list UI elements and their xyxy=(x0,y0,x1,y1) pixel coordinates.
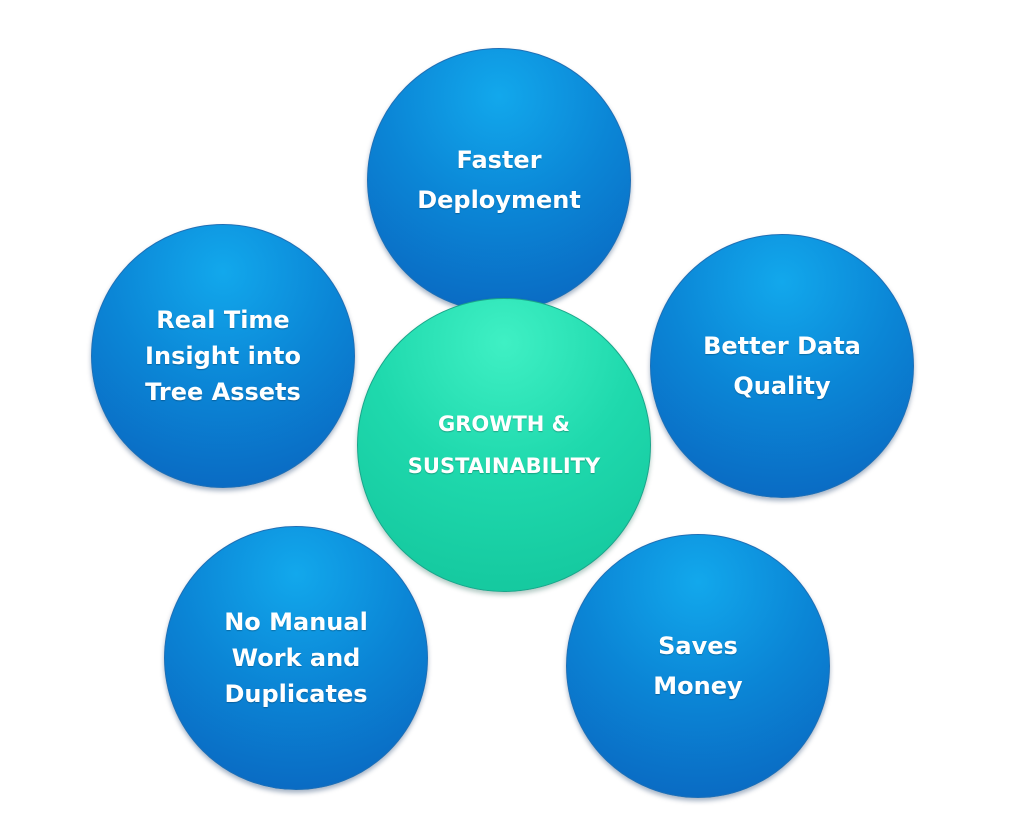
bubble-faster-deployment: Faster Deployment xyxy=(367,48,631,312)
bubble-no-manual-work: No Manual Work and Duplicates xyxy=(164,526,428,790)
bubble-label: Real Time Insight into Tree Assets xyxy=(145,306,301,406)
bubble-label: Saves Money xyxy=(653,632,743,700)
bubble-growth-sustainability: GROWTH & SUSTAINABILITY xyxy=(357,298,651,592)
bubble-label: Better Data Quality xyxy=(703,332,861,400)
bubble-label: Faster Deployment xyxy=(417,146,581,214)
bubble-better-data-quality: Better Data Quality xyxy=(650,234,914,498)
center-label: GROWTH & SUSTAINABILITY xyxy=(407,412,601,478)
bubble-saves-money: Saves Money xyxy=(566,534,830,798)
bubble-real-time-insight: Real Time Insight into Tree Assets xyxy=(91,224,355,488)
bubble-label: No Manual Work and Duplicates xyxy=(224,608,368,708)
